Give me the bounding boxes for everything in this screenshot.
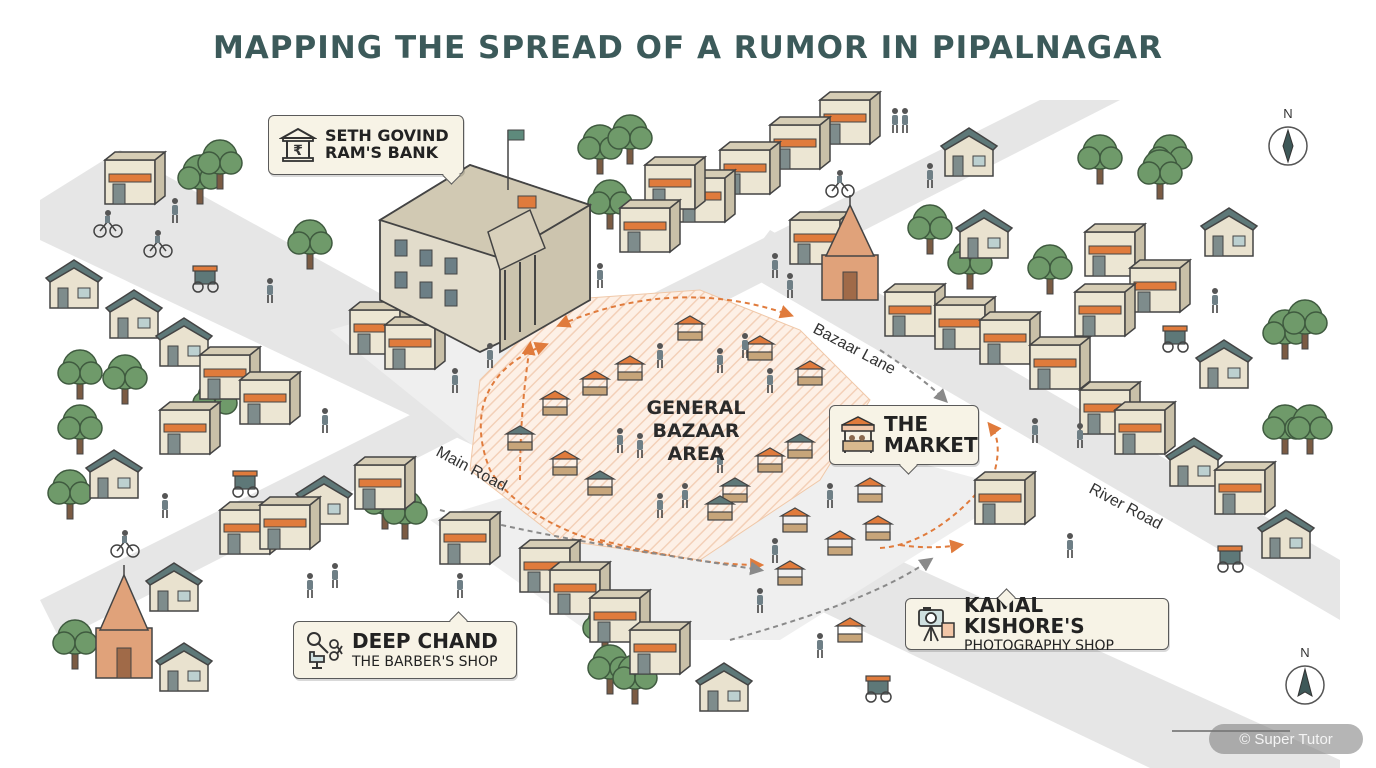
rumor-path-to-bank <box>519 340 536 481</box>
compass-rose-bottom: N <box>1285 645 1325 705</box>
temple-north <box>821 195 879 301</box>
bazaar-area-label: GENERAL BAZAAR AREA <box>647 397 746 465</box>
callout-barber: DEEP CHAND THE BARBER'S SHOP <box>293 621 517 679</box>
compass-label-top: N <box>1283 106 1292 121</box>
callout-photo-line1: KAMAL KISHORE'S <box>964 592 1085 638</box>
callout-photo: KAMAL KISHORE'S PHOTOGRAPHY SHOP <box>905 592 1169 653</box>
bank-building <box>377 129 593 354</box>
camera-tripod-icon <box>916 605 956 643</box>
watermark-badge: © Super Tutor <box>1209 724 1363 754</box>
callout-bank-line2: RAM'S BANK <box>325 143 438 162</box>
callout-photo-line2: PHOTOGRAPHY SHOP <box>964 637 1114 654</box>
callout-bank: ₹ SETH GOVIND RAM'S BANK <box>268 115 464 175</box>
temple-south <box>95 565 153 679</box>
rumor-path-lane-to-market <box>879 349 948 403</box>
bazaar-label-line1: GENERAL <box>647 397 746 419</box>
svg-text:₹: ₹ <box>293 143 303 159</box>
callout-market-line1: THE <box>884 412 929 436</box>
rumor-path-loop-west <box>479 341 671 556</box>
callout-market: THE MARKET <box>829 405 979 465</box>
rumor-path-photo-to-road <box>729 557 934 641</box>
rumor-path-market-to-photo <box>899 539 965 554</box>
rumor-path-bank-to-lane <box>556 296 794 328</box>
callout-barber-line1: DEEP CHAND <box>352 628 498 653</box>
rumor-paths <box>439 296 1002 641</box>
callout-market-line2: MARKET <box>884 433 978 457</box>
map-title: MAPPING THE SPREAD OF A RUMOR IN PIPALNA… <box>212 30 1164 66</box>
rumor-path-bazaar-to-market <box>599 539 765 572</box>
callout-barber-line2: THE BARBER'S SHOP <box>352 653 498 670</box>
compass-rose-top: N <box>1268 106 1308 166</box>
callout-bank-line1: SETH GOVIND <box>325 126 449 146</box>
bazaar-label-line3: AREA <box>667 443 724 465</box>
bank-rupee-icon: ₹ <box>279 126 317 164</box>
barber-chair-scissors-icon <box>304 630 344 670</box>
market-stall-icon <box>840 415 876 455</box>
compass-label-bottom: N <box>1300 645 1309 660</box>
bazaar-label-line2: BAZAAR <box>652 420 739 442</box>
